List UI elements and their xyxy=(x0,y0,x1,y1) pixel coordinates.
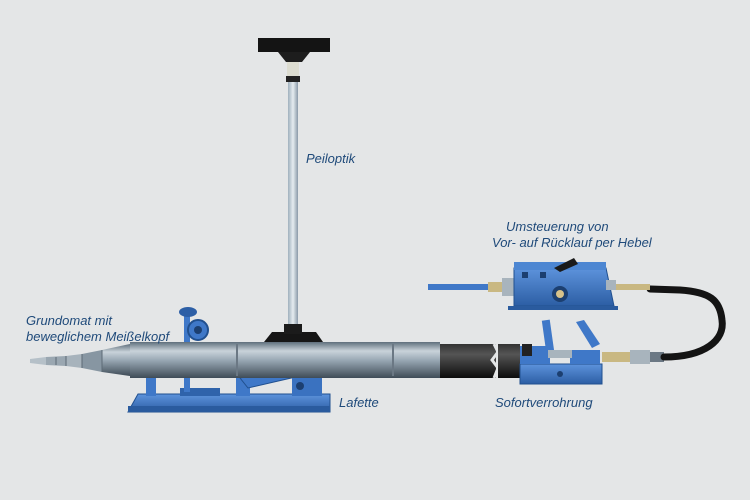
sighting-optic xyxy=(256,38,330,352)
grundomat-label-line1: Grundomat mit xyxy=(26,313,112,328)
umsteuerung-label-line2: Vor- auf Rücklauf per Hebel xyxy=(492,235,652,250)
grundomat-tube xyxy=(30,342,440,378)
sofortverrohrung-label: Sofortverrohrung xyxy=(495,395,593,410)
lafette-label: Lafette xyxy=(339,395,379,410)
hydraulic-hose xyxy=(646,285,726,361)
grundomat-label-line2: beweglichem Meißelkopf xyxy=(26,329,170,344)
sofortverrohrung-unit xyxy=(519,319,603,385)
casing-pipe xyxy=(440,343,520,379)
peiloptik-label: Peiloptik xyxy=(306,151,356,166)
umsteuerung-label-line1: Umsteuerung von xyxy=(506,219,609,234)
hose-coupling xyxy=(602,350,664,364)
control-box xyxy=(428,258,650,310)
